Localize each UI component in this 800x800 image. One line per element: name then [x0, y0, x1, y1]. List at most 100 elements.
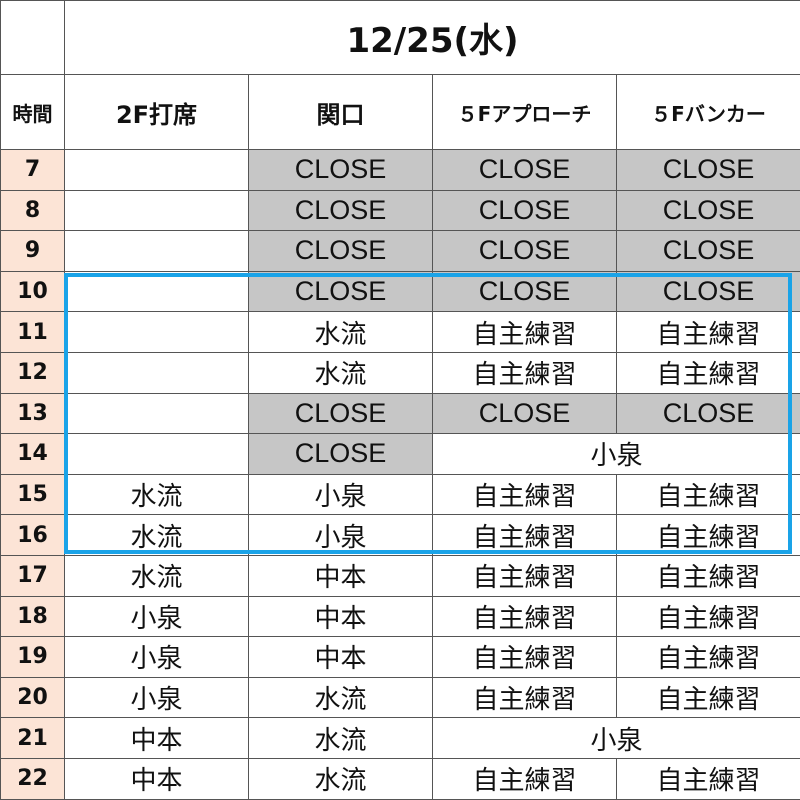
- hour-cell: 21: [0, 717, 65, 759]
- cell-sekiguchi: CLOSE: [248, 189, 433, 232]
- hour-cell: 14: [0, 433, 65, 475]
- cell-5f-bunker: 自主練習: [616, 554, 800, 597]
- hour-cell: 11: [0, 311, 65, 353]
- col-header-5f-bunker: ５Fバンカー: [616, 74, 800, 150]
- cell-5f-approach: CLOSE: [432, 392, 617, 435]
- cell-5f-approach: CLOSE: [432, 149, 617, 191]
- cell-5f-bunker: 自主練習: [616, 636, 800, 678]
- cell-5f-approach: CLOSE: [432, 270, 617, 313]
- cell-5f-bunker: CLOSE: [616, 189, 800, 232]
- cell-sekiguchi: 小泉: [248, 514, 433, 556]
- hour-cell: 18: [0, 595, 65, 638]
- cell-2f-bays: [64, 433, 249, 475]
- time-header: 時間: [0, 74, 65, 150]
- cell-5f-bunker: 自主練習: [616, 473, 800, 516]
- hour-cell: 13: [0, 392, 65, 435]
- cell-5f-bunker: CLOSE: [616, 270, 800, 313]
- cell-2f-bays: [64, 270, 249, 313]
- hour-cell: 9: [0, 230, 65, 272]
- cell-2f-bays: 小泉: [64, 676, 249, 719]
- cell-sekiguchi: 中本: [248, 554, 433, 597]
- cell-sekiguchi: CLOSE: [248, 392, 433, 435]
- cell-sekiguchi: 水流: [248, 676, 433, 719]
- cell-2f-bays: [64, 392, 249, 435]
- cell-2f-bays: [64, 149, 249, 191]
- hour-cell: 8: [0, 189, 65, 232]
- cell-5f-bunker: 自主練習: [616, 311, 800, 353]
- cell-sekiguchi: 水流: [248, 311, 433, 353]
- cell-sekiguchi: CLOSE: [248, 270, 433, 313]
- cell-sekiguchi: 小泉: [248, 473, 433, 516]
- hour-cell: 12: [0, 351, 65, 394]
- cell-2f-bays: [64, 311, 249, 353]
- hour-cell: 20: [0, 676, 65, 719]
- cell-5f-merged: 小泉: [432, 717, 800, 759]
- hour-cell: 17: [0, 554, 65, 597]
- cell-5f-bunker: CLOSE: [616, 230, 800, 272]
- header-row: 時間 2F打席 関口 ５Fアプローチ ５Fバンカー: [0, 74, 800, 150]
- cell-2f-bays: [64, 230, 249, 272]
- corner-cell: [0, 0, 65, 75]
- cell-sekiguchi: 水流: [248, 717, 433, 759]
- date-title: 12/25(水): [64, 0, 800, 75]
- cell-5f-approach: 自主練習: [432, 676, 617, 719]
- cell-2f-bays: [64, 189, 249, 232]
- cell-5f-merged: 小泉: [432, 433, 800, 475]
- col-header-sekiguchi: 関口: [248, 74, 433, 150]
- title-row: 12/25(水): [0, 0, 800, 75]
- cell-5f-bunker: CLOSE: [616, 149, 800, 191]
- cell-5f-approach: 自主練習: [432, 514, 617, 556]
- cell-2f-bays: 水流: [64, 554, 249, 597]
- cell-5f-approach: CLOSE: [432, 230, 617, 272]
- cell-5f-bunker: CLOSE: [616, 392, 800, 435]
- cell-5f-approach: 自主練習: [432, 351, 617, 394]
- hour-cell: 7: [0, 149, 65, 191]
- hour-cell: 22: [0, 757, 65, 800]
- cell-sekiguchi: 中本: [248, 595, 433, 638]
- cell-sekiguchi: CLOSE: [248, 433, 433, 475]
- cell-5f-approach: 自主練習: [432, 554, 617, 597]
- cell-2f-bays: 中本: [64, 717, 249, 759]
- hour-cell: 19: [0, 636, 65, 678]
- cell-5f-bunker: 自主練習: [616, 351, 800, 394]
- hour-cell: 16: [0, 514, 65, 556]
- cell-sekiguchi: CLOSE: [248, 149, 433, 191]
- cell-5f-approach: 自主練習: [432, 311, 617, 353]
- cell-5f-bunker: 自主練習: [616, 676, 800, 719]
- cell-5f-approach: 自主練習: [432, 595, 617, 638]
- cell-sekiguchi: 水流: [248, 351, 433, 394]
- col-header-2f-bays: 2F打席: [64, 74, 249, 150]
- cell-2f-bays: 水流: [64, 514, 249, 556]
- cell-5f-approach: 自主練習: [432, 757, 617, 800]
- cell-2f-bays: 小泉: [64, 636, 249, 678]
- cell-5f-approach: 自主練習: [432, 636, 617, 678]
- cell-5f-bunker: 自主練習: [616, 595, 800, 638]
- cell-2f-bays: [64, 351, 249, 394]
- cell-sekiguchi: 中本: [248, 636, 433, 678]
- cell-5f-bunker: 自主練習: [616, 514, 800, 556]
- cell-5f-approach: 自主練習: [432, 473, 617, 516]
- cell-sekiguchi: 水流: [248, 757, 433, 800]
- col-header-5f-approach: ５Fアプローチ: [432, 74, 617, 150]
- cell-5f-approach: CLOSE: [432, 189, 617, 232]
- cell-2f-bays: 小泉: [64, 595, 249, 638]
- cell-sekiguchi: CLOSE: [248, 230, 433, 272]
